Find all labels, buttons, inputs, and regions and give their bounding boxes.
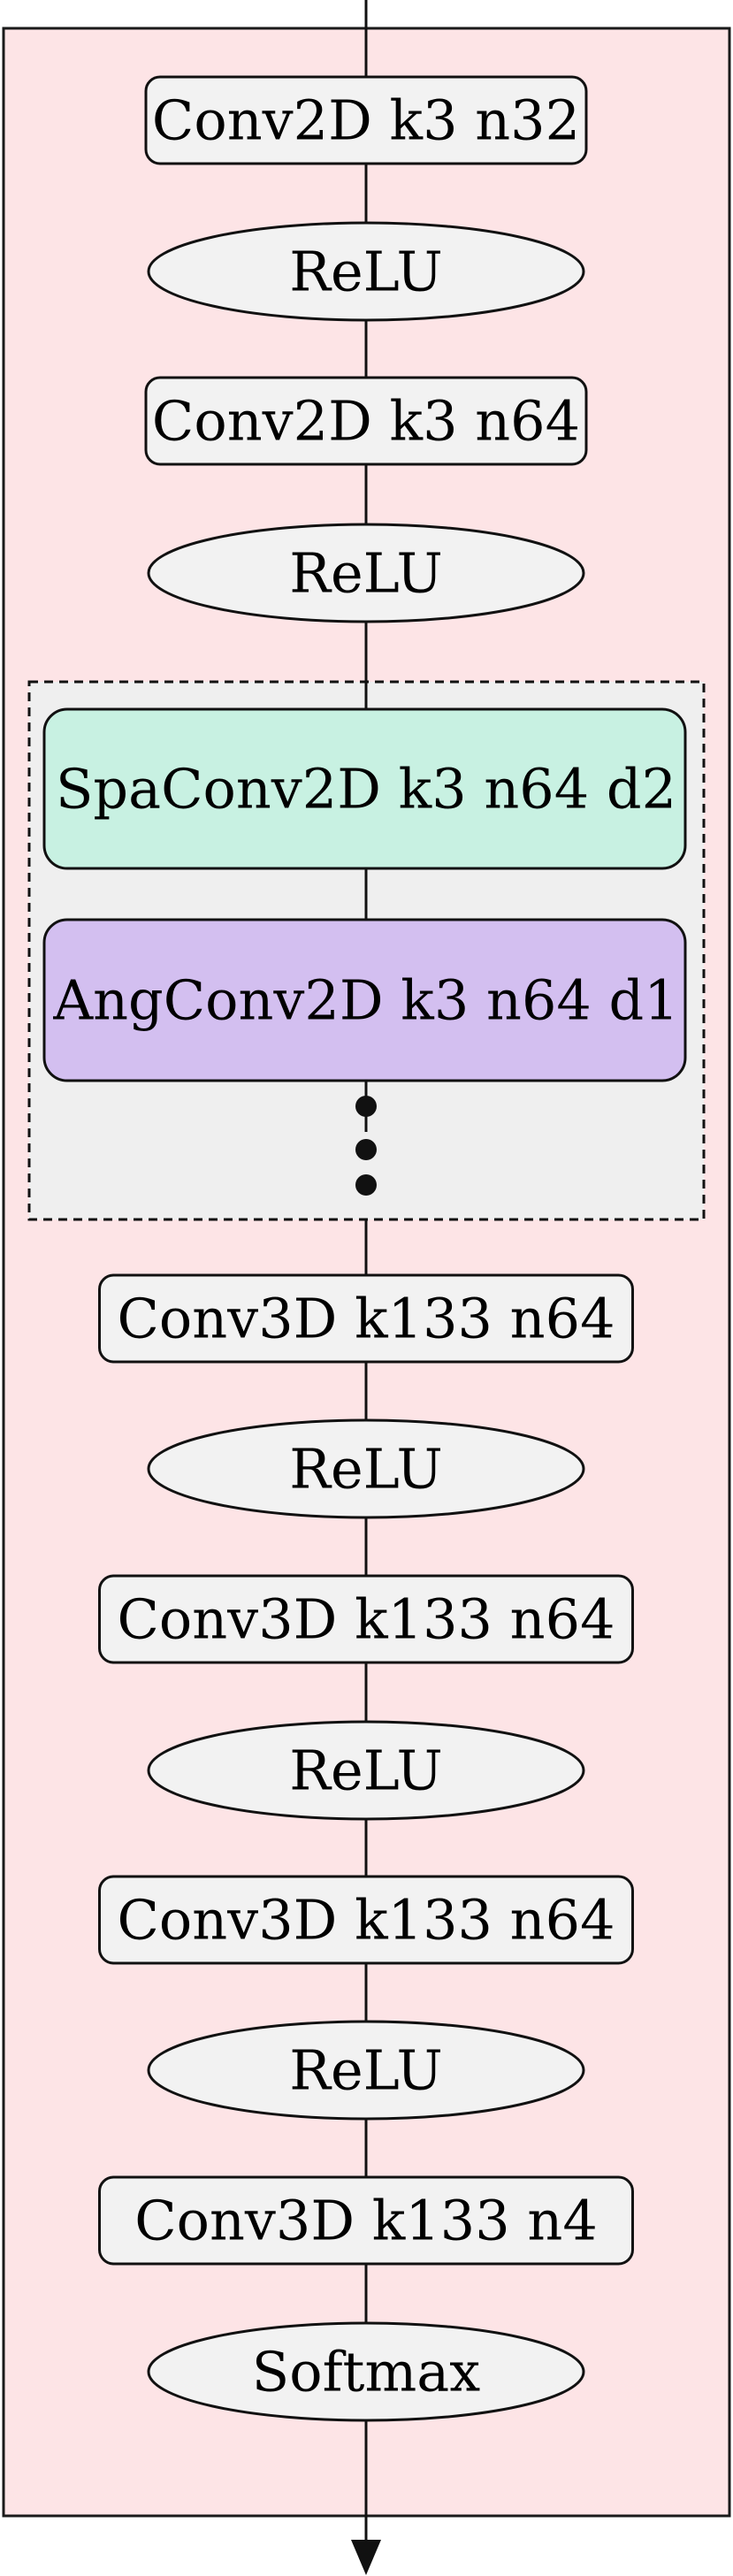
layer-box-shape bbox=[98, 1574, 634, 1664]
layer-box-shape bbox=[98, 2175, 634, 2266]
vertical-ellipsis-icon bbox=[355, 1096, 377, 1196]
activation-label: Softmax bbox=[252, 2340, 480, 2404]
group-item-shape bbox=[42, 918, 687, 1082]
activation-node: ReLU bbox=[147, 221, 585, 322]
activation-label: ReLU bbox=[289, 541, 442, 606]
activation-ellipse bbox=[147, 2020, 585, 2121]
layer-label: Conv3D k133 n4 bbox=[134, 2189, 598, 2253]
group-item-label: AngConv2D k3 n64 d1 bbox=[52, 968, 678, 1033]
layer-box: Conv3D k133 n64 bbox=[98, 1875, 634, 1965]
activation-ellipse bbox=[147, 1720, 585, 1821]
activation-ellipse bbox=[147, 221, 585, 322]
activation-node: ReLU bbox=[147, 1720, 585, 1821]
output-arrow-icon bbox=[351, 2540, 381, 2575]
activation-ellipse bbox=[147, 1418, 585, 1519]
layer-box: Conv3D k133 n4 bbox=[98, 2175, 634, 2266]
layer-box-shape bbox=[98, 1875, 634, 1965]
layer-box-shape bbox=[144, 75, 588, 165]
layer-box: Conv2D k3 n64 bbox=[144, 376, 588, 466]
activation-label: ReLU bbox=[289, 2038, 442, 2103]
activation-ellipse bbox=[147, 523, 585, 623]
layer-box: Conv3D k133 n64 bbox=[98, 1273, 634, 1364]
layer-box: Conv3D k133 n64 bbox=[98, 1574, 634, 1664]
activation-label: ReLU bbox=[289, 240, 442, 304]
layer-label: Conv2D k3 n64 bbox=[152, 389, 580, 454]
layer-label: Conv3D k133 n64 bbox=[117, 1587, 615, 1652]
group-item-shape bbox=[42, 707, 687, 870]
angular-conv-box: AngConv2D k3 n64 d1 bbox=[42, 918, 687, 1082]
activation-node: ReLU bbox=[147, 2020, 585, 2121]
activation-node: ReLU bbox=[147, 523, 585, 623]
activation-label: ReLU bbox=[289, 1437, 442, 1502]
layer-box-shape bbox=[144, 376, 588, 466]
activation-label: ReLU bbox=[289, 1739, 442, 1803]
group-item-label: SpaConv2D k3 n64 d2 bbox=[56, 757, 676, 822]
layer-label: Conv3D k133 n64 bbox=[117, 1888, 615, 1953]
activation-node: ReLU bbox=[147, 1418, 585, 1519]
spatial-conv-box: SpaConv2D k3 n64 d2 bbox=[42, 707, 687, 870]
layer-label: Conv2D k3 n32 bbox=[152, 88, 580, 153]
layer-box-shape bbox=[98, 1273, 634, 1364]
activation-node: Softmax bbox=[147, 2321, 585, 2422]
layer-label: Conv3D k133 n64 bbox=[117, 1287, 615, 1351]
activation-ellipse bbox=[147, 2321, 585, 2422]
layer-box: Conv2D k3 n32 bbox=[144, 75, 588, 165]
